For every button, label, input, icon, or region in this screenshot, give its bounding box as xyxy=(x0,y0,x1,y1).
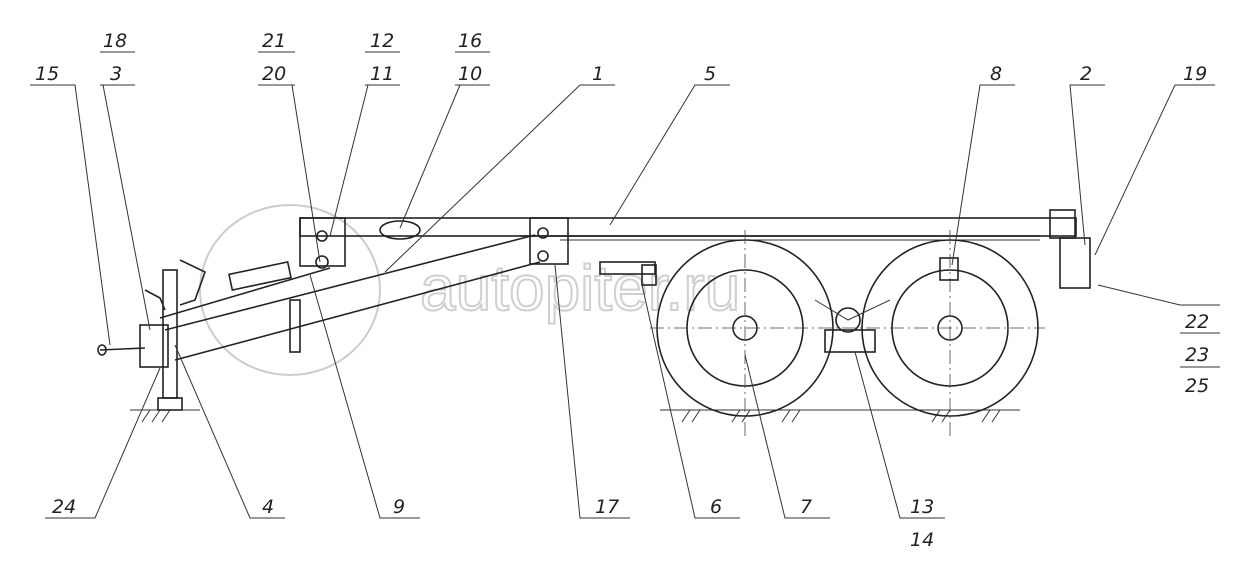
callout-5: 5 xyxy=(704,63,716,85)
callout-2: 2 xyxy=(1080,63,1092,85)
callout-17: 17 xyxy=(595,496,619,518)
callout-4: 4 xyxy=(262,496,274,518)
callout-21: 21 xyxy=(262,30,286,52)
callout-19: 19 xyxy=(1183,63,1207,85)
watermark-text: autopiter.ru xyxy=(420,252,740,324)
watermark: autopiter.ru xyxy=(199,204,741,376)
callout-labels: 15 18 3 21 20 12 11 16 10 1 5 8 2 19 22 … xyxy=(35,30,1209,551)
leader-lines xyxy=(30,51,1220,519)
ground xyxy=(130,409,1020,423)
callout-8: 8 xyxy=(990,63,1002,85)
callout-16: 16 xyxy=(458,30,482,52)
callout-15: 15 xyxy=(35,63,59,85)
callout-22: 22 xyxy=(1185,311,1209,333)
callout-18: 18 xyxy=(103,30,127,52)
callout-6: 6 xyxy=(710,496,722,518)
callout-13: 13 xyxy=(910,496,934,518)
callout-25: 25 xyxy=(1185,375,1209,397)
callout-12: 12 xyxy=(370,30,394,52)
callout-20: 20 xyxy=(262,63,286,85)
callout-11: 11 xyxy=(370,63,394,85)
drawbar xyxy=(97,234,541,411)
callout-14: 14 xyxy=(910,529,934,551)
callout-7: 7 xyxy=(800,496,812,518)
callout-1: 1 xyxy=(592,63,604,85)
callout-24: 24 xyxy=(52,496,76,518)
callout-23: 23 xyxy=(1185,344,1209,366)
callout-10: 10 xyxy=(458,63,482,85)
callout-9: 9 xyxy=(393,496,405,518)
wheels xyxy=(599,230,1045,440)
callout-3: 3 xyxy=(110,63,122,85)
